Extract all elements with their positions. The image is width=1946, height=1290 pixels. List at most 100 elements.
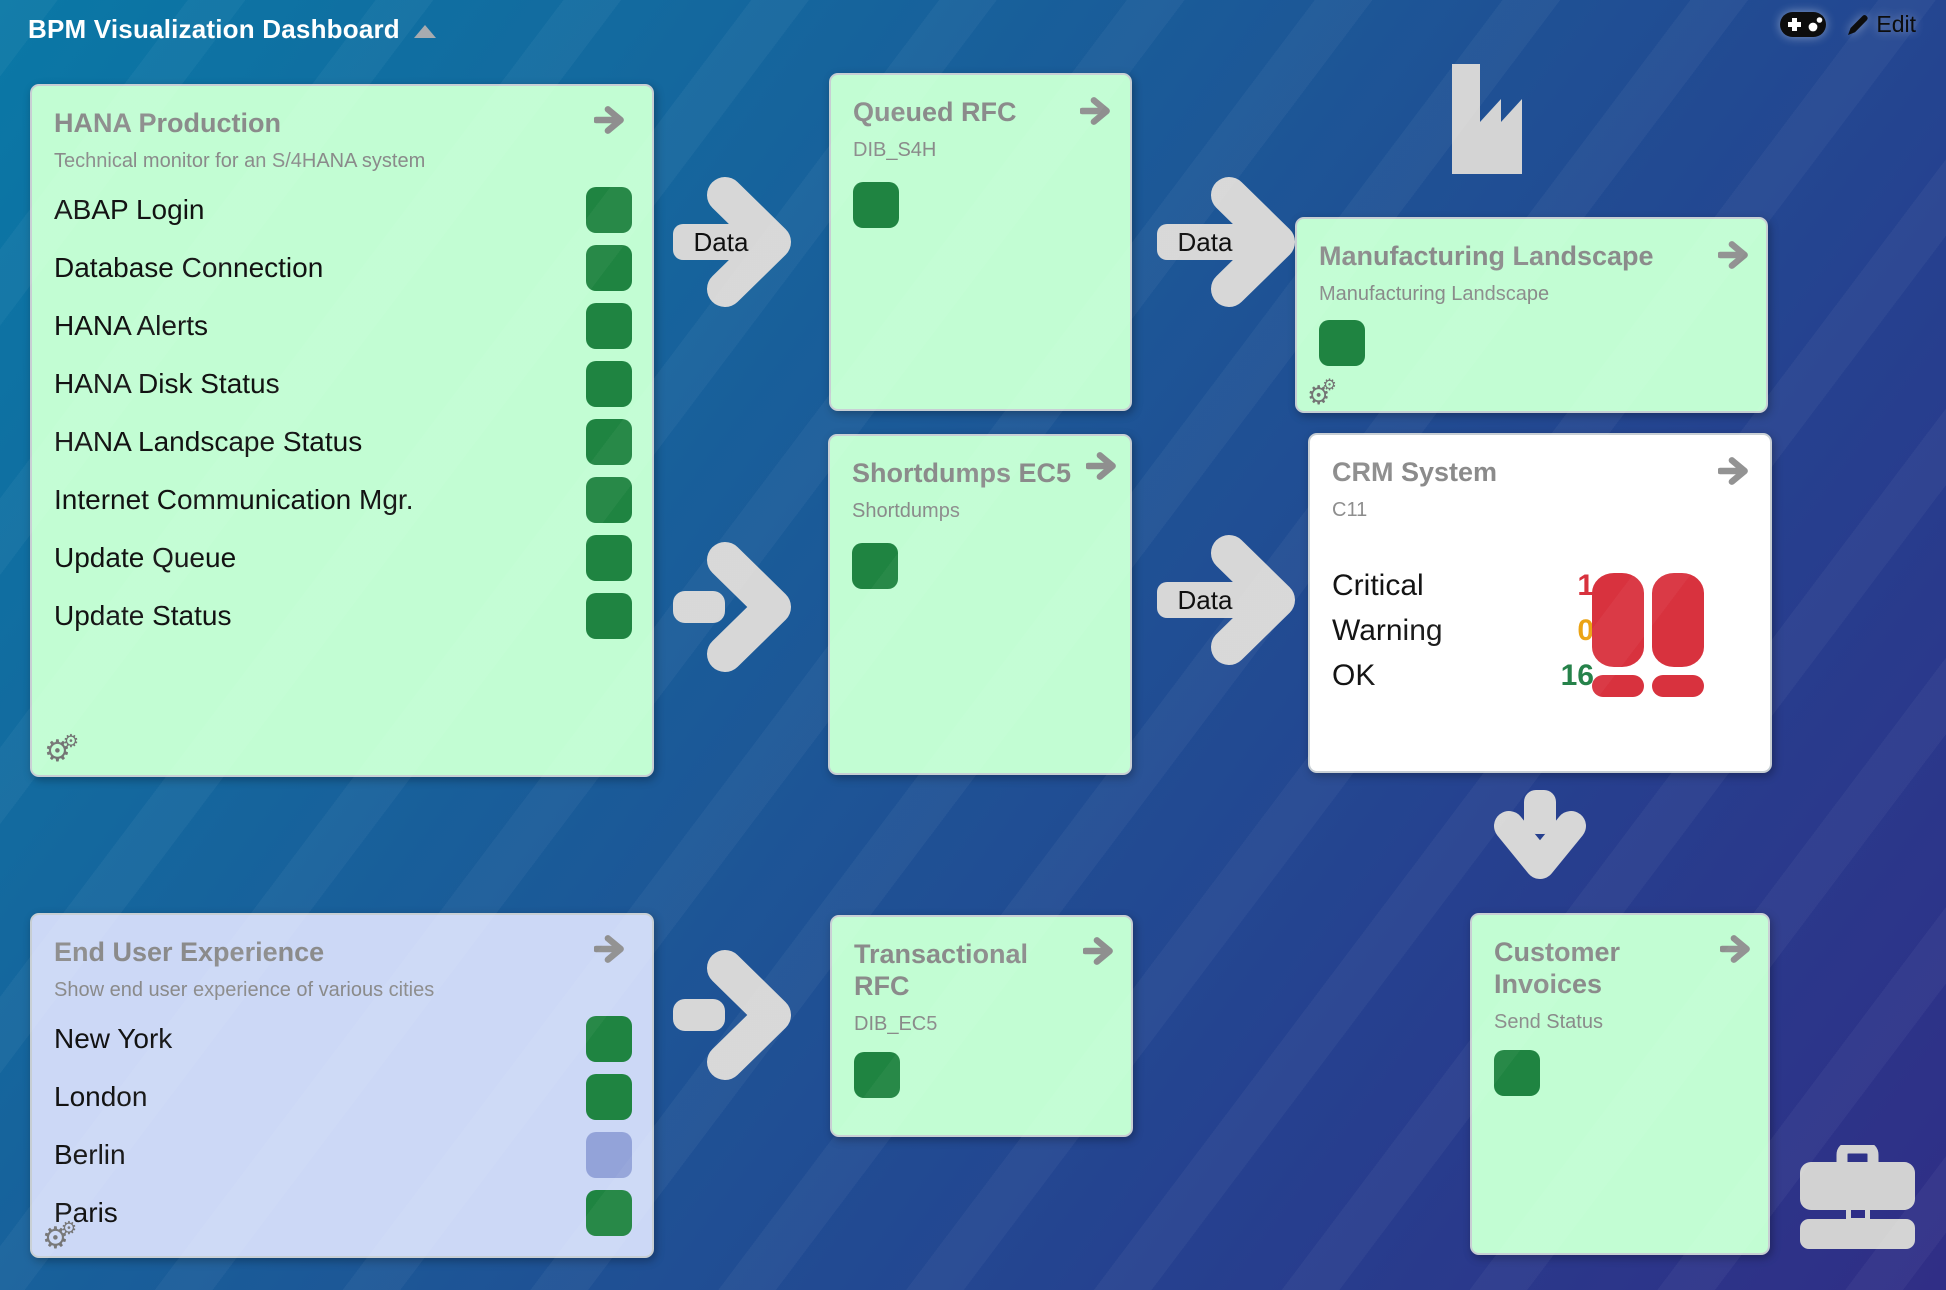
settings-gears-icon[interactable]: ⚙⚙: [42, 1220, 85, 1256]
status-indicator-ok: [586, 244, 632, 291]
data-label: Data: [1178, 585, 1233, 615]
navigate-arrow-icon[interactable]: [1720, 935, 1752, 963]
status-row: Update Status: [54, 587, 632, 645]
page-title: BPM Visualization Dashboard: [28, 14, 400, 44]
status-row-label: Database Connection: [54, 251, 324, 283]
navigate-arrow-icon[interactable]: [1718, 457, 1750, 485]
edit-button[interactable]: Edit: [1848, 11, 1916, 38]
status-row-label: Internet Communication Mgr.: [54, 483, 414, 515]
data-label: Data: [1178, 227, 1233, 257]
card-subtitle: Send Status: [1494, 1010, 1603, 1033]
metric-value: 16: [1560, 659, 1594, 693]
metric-row: Warning 0: [1332, 609, 1594, 654]
status-row: ABAP Login: [54, 181, 632, 239]
flow-arrow-data: Data: [1157, 535, 1295, 665]
card-subtitle: Show end user experience of various citi…: [54, 978, 435, 1001]
card-end-user-experience[interactable]: End User Experience Show end user experi…: [30, 913, 654, 1258]
card-queued-rfc[interactable]: Queued RFC DIB_S4H: [829, 73, 1132, 411]
metric-value: 0: [1577, 614, 1594, 648]
metric-row: Critical 1: [1332, 564, 1594, 609]
card-transactional-rfc[interactable]: Transactional RFC DIB_EC5: [830, 915, 1133, 1137]
card-title: Shortdumps EC5: [852, 458, 1072, 488]
status-row-label: HANA Disk Status: [54, 367, 280, 399]
metric-label: OK: [1332, 659, 1376, 693]
pencil-icon: [1848, 14, 1869, 35]
settings-gears-icon[interactable]: ⚙⚙: [1307, 377, 1345, 410]
settings-gears-icon[interactable]: ⚙⚙: [44, 733, 87, 769]
status-indicator-ok: [586, 1015, 632, 1062]
status-indicator: [852, 542, 898, 589]
status-row: Database Connection: [54, 239, 632, 297]
page-title-bar: BPM Visualization Dashboard: [28, 14, 436, 45]
status-indicator: [854, 1051, 900, 1098]
metric-row: OK 16: [1332, 654, 1594, 699]
flow-arrow-down: [1494, 790, 1586, 879]
card-customer-invoices[interactable]: Customer Invoices Send Status: [1470, 913, 1770, 1255]
status-indicator-ok: [586, 418, 632, 465]
gear-icon: ⚙: [60, 1218, 78, 1239]
status-row: London: [54, 1068, 632, 1126]
edit-label: Edit: [1876, 10, 1916, 37]
card-subtitle: DIB_EC5: [854, 1012, 938, 1035]
gear-icon: ⚙: [62, 731, 80, 752]
status-row: Berlin: [54, 1126, 632, 1184]
status-indicator-ok: [586, 1073, 632, 1120]
metric-value: 1: [1577, 569, 1594, 603]
card-title: Customer Invoices: [1494, 937, 1621, 999]
card-subtitle: Manufacturing Landscape: [1319, 282, 1550, 305]
gear-icon: ⚙: [1322, 375, 1337, 394]
collapse-triangle-icon[interactable]: [413, 25, 436, 38]
status-row-label: HANA Alerts: [54, 309, 209, 341]
status-row-label: Berlin: [54, 1138, 126, 1170]
flow-arrow: [673, 542, 791, 672]
toolbox-icon: [1800, 1145, 1915, 1249]
metric-label: Warning: [1332, 614, 1443, 648]
status-row: New York: [54, 1010, 632, 1068]
navigate-arrow-icon[interactable]: [594, 935, 626, 963]
card-title: CRM System: [1332, 457, 1498, 487]
gear-icon: ⚙: [44, 734, 71, 769]
navigate-arrow-icon[interactable]: [1080, 97, 1112, 125]
status-row-label: New York: [54, 1022, 173, 1054]
status-row: Paris: [54, 1184, 632, 1242]
status-indicator-ok: [586, 476, 632, 523]
card-shortdumps-ec5[interactable]: Shortdumps EC5 Shortdumps: [828, 434, 1132, 775]
navigate-arrow-icon[interactable]: [1086, 452, 1118, 480]
status-indicator: [1319, 319, 1365, 366]
status-row: HANA Disk Status: [54, 355, 632, 413]
status-row-label: Update Status: [54, 599, 232, 631]
status-row-label: ABAP Login: [54, 193, 205, 225]
status-indicator-ok: [586, 592, 632, 639]
metric-label: Critical: [1332, 569, 1424, 603]
status-indicator: [853, 181, 899, 228]
status-row: Internet Communication Mgr.: [54, 471, 632, 529]
status-row: HANA Landscape Status: [54, 413, 632, 471]
database-icon: [1592, 573, 1704, 697]
card-title: End User Experience: [54, 937, 325, 967]
status-indicator-ok: [586, 186, 632, 233]
data-label: Data: [694, 227, 749, 257]
card-title: HANA Production: [54, 108, 281, 138]
navigate-arrow-icon[interactable]: [1718, 241, 1750, 269]
card-subtitle: DIB_S4H: [853, 138, 937, 161]
status-indicator-ok: [586, 360, 632, 407]
card-title: Queued RFC: [853, 97, 1017, 127]
factory-icon: [1452, 64, 1522, 174]
gamepad-icon[interactable]: [1780, 10, 1827, 38]
card-title: Transactional RFC: [854, 939, 1029, 1001]
gear-icon: ⚙: [42, 1221, 69, 1256]
flow-arrow-data: Data: [673, 177, 791, 307]
flow-arrow: [673, 950, 791, 1080]
status-indicator: [1494, 1049, 1540, 1096]
card-manufacturing-landscape[interactable]: Manufacturing Landscape Manufacturing La…: [1295, 217, 1768, 413]
card-hana-production[interactable]: HANA Production Technical monitor for an…: [30, 84, 654, 777]
status-indicator-ok: [586, 534, 632, 581]
status-row-label: Paris: [54, 1196, 118, 1228]
navigate-arrow-icon[interactable]: [594, 106, 626, 134]
card-title: Manufacturing Landscape: [1319, 241, 1654, 271]
navigate-arrow-icon[interactable]: [1083, 937, 1115, 965]
